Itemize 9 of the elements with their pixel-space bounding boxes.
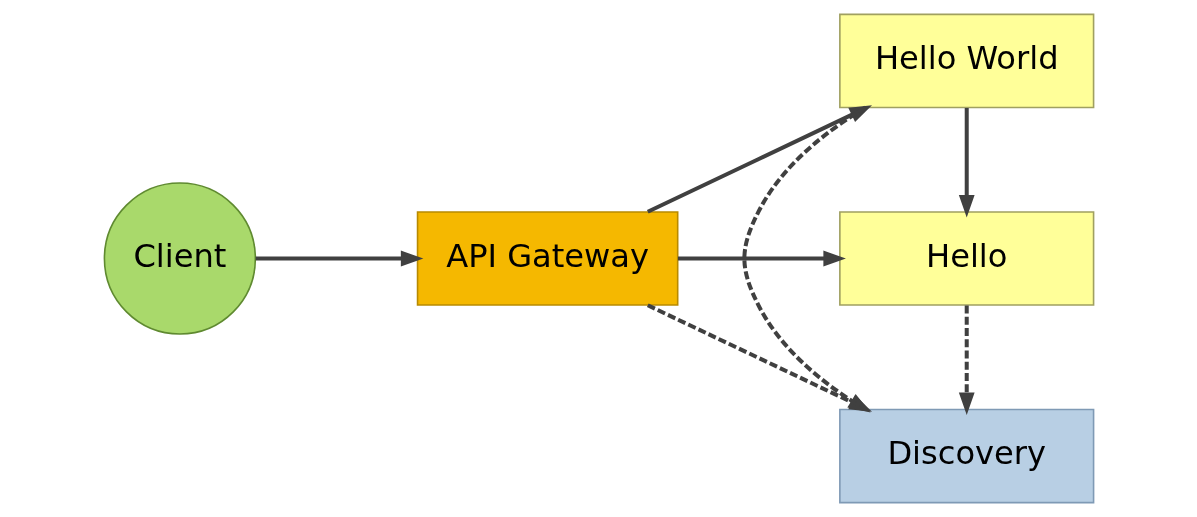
node-box: Discovery — [838, 408, 1094, 504]
arrow — [255, 250, 423, 267]
node-box: API Gateway — [416, 211, 678, 306]
node-box: Hello World — [838, 13, 1094, 109]
node-circle: Client — [103, 182, 256, 335]
arrow — [677, 250, 846, 267]
node-box: Hello — [838, 211, 1094, 306]
arrow — [958, 305, 975, 415]
arrow — [958, 108, 975, 218]
